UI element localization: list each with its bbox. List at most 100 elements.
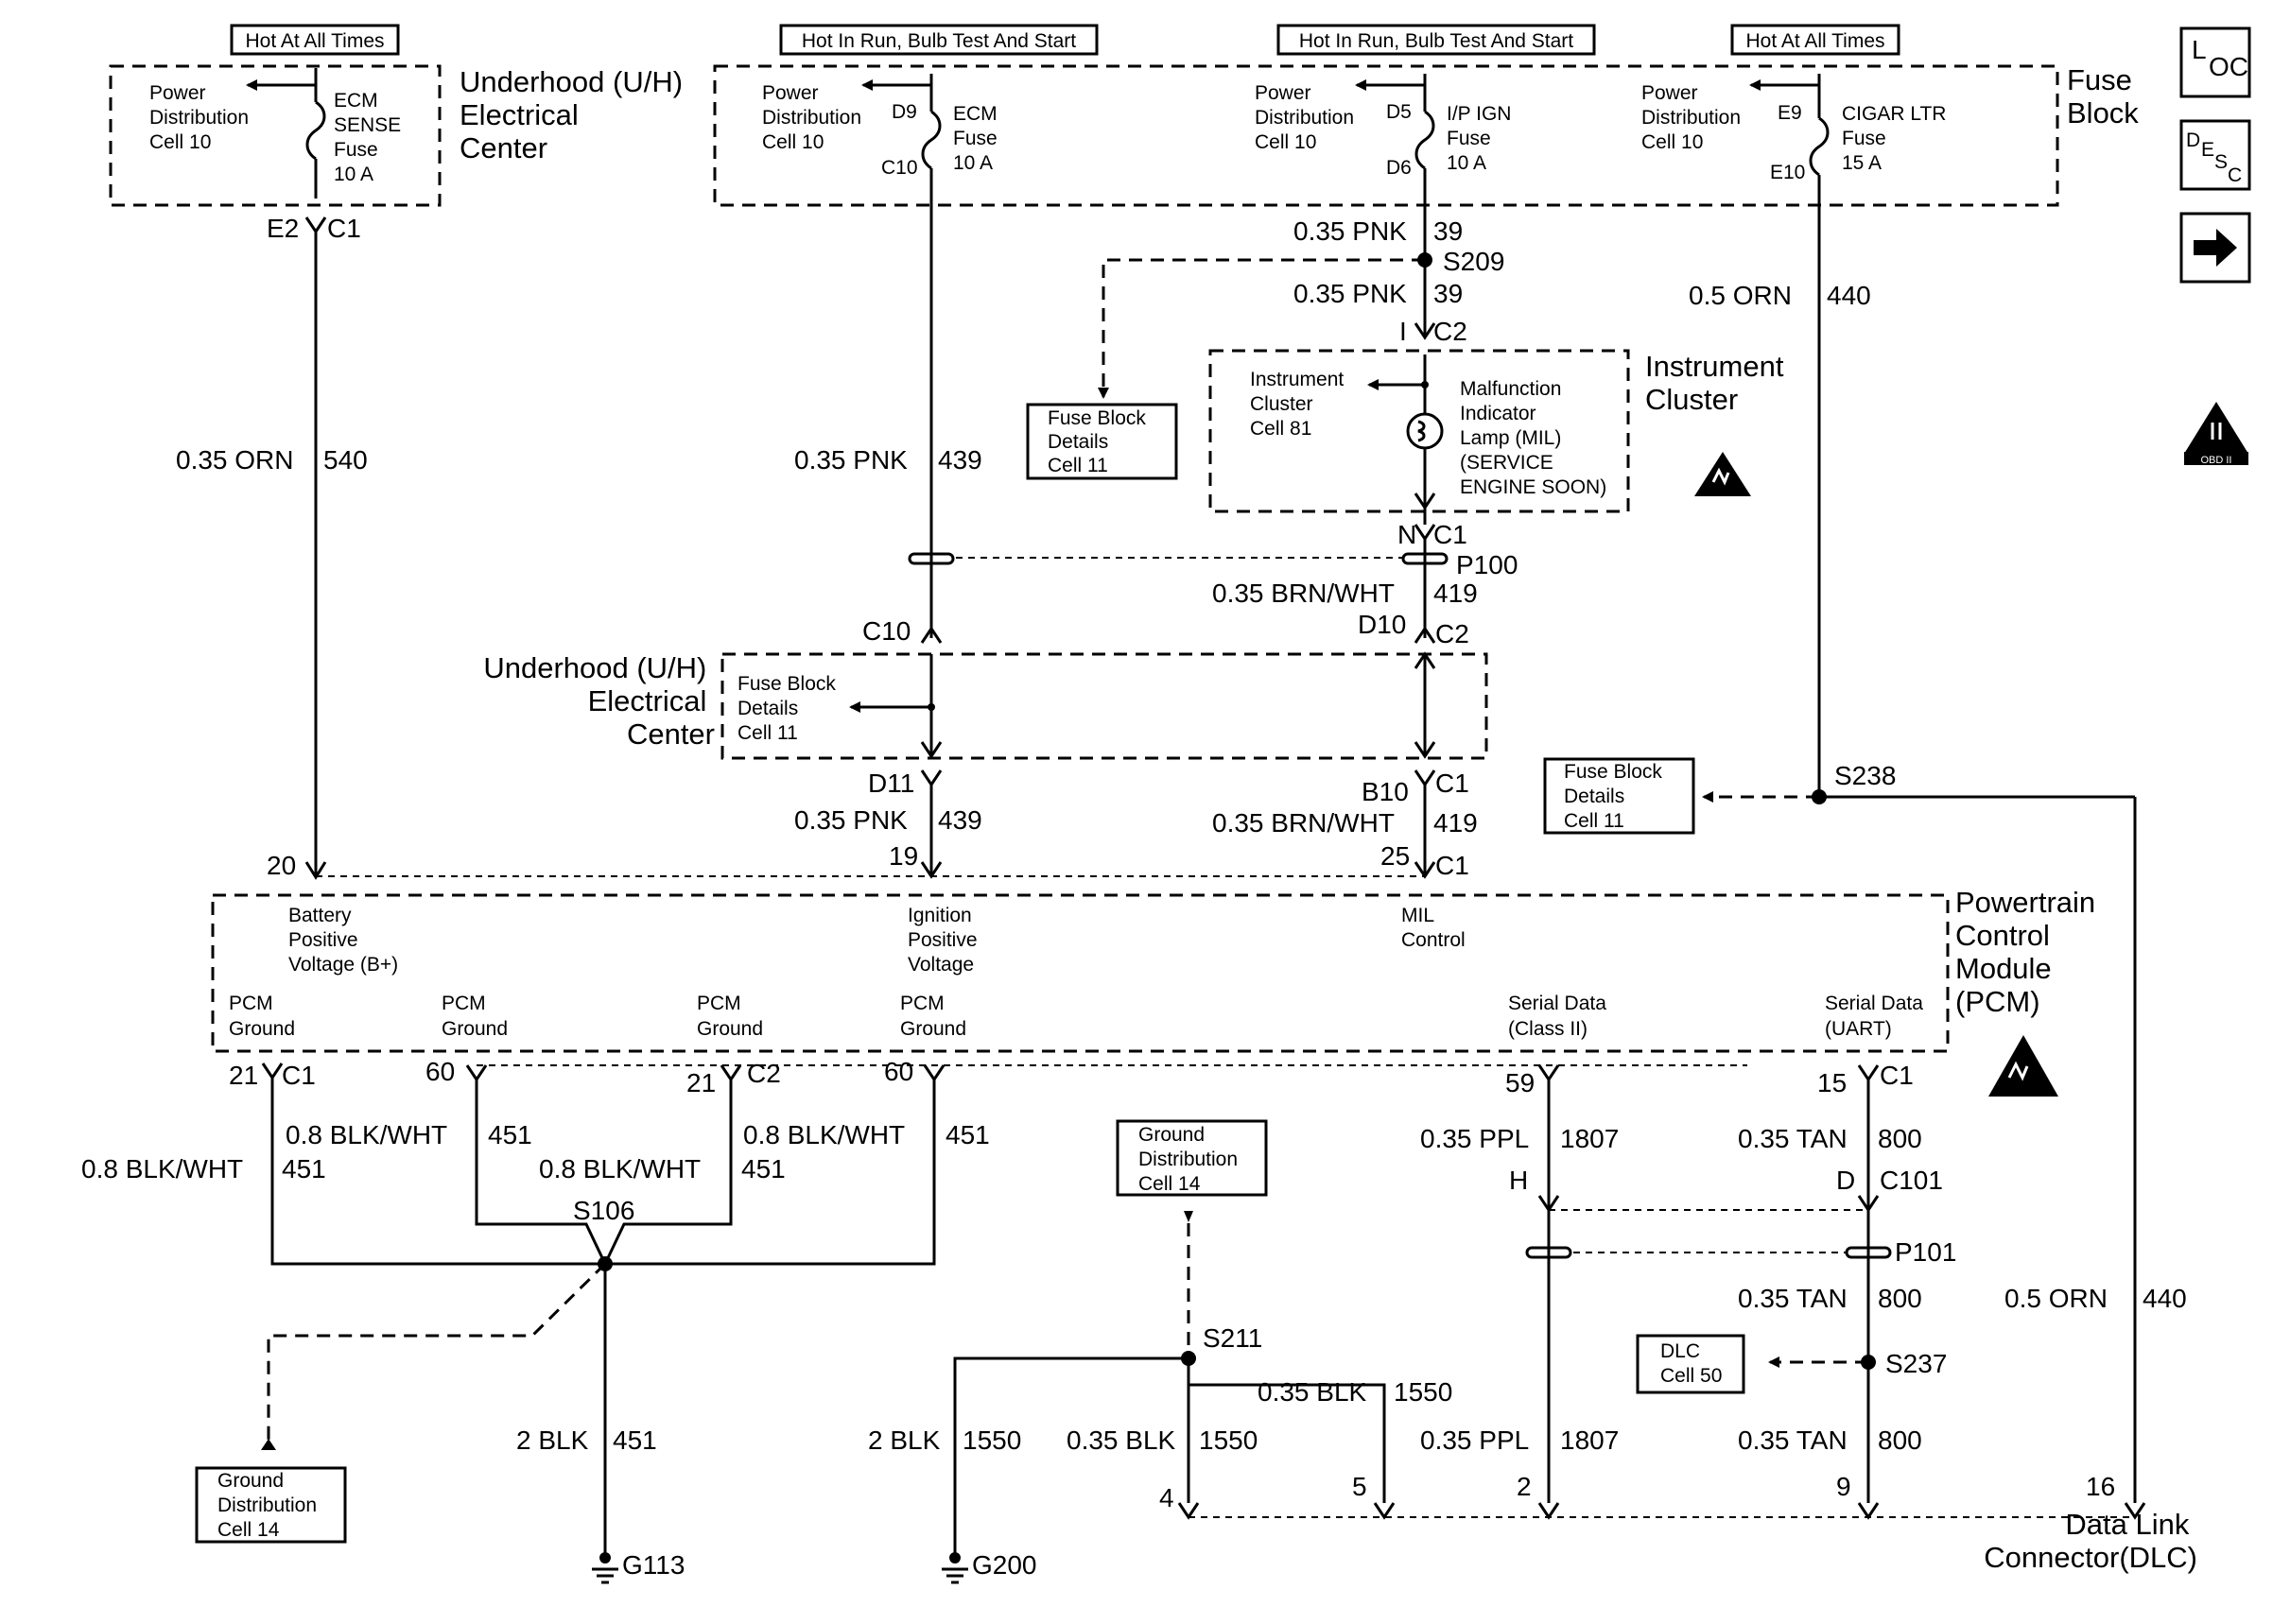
ic-bot-conn: C1: [1433, 520, 1467, 549]
ref-ground-dist-2[interactable]: [1116, 1119, 1268, 1197]
instrument-cluster-box: [1208, 349, 1630, 513]
pcm-pin-20: 20: [267, 851, 296, 880]
wire-451b-circuit: 451: [488, 1120, 532, 1149]
fb-power-dist-2: Power Distribution Cell 10: [1255, 82, 1360, 153]
pcm-pin-21b: 21: [686, 1068, 716, 1097]
fuse-ecm: [921, 110, 942, 170]
splice-s209-label: S209: [1443, 247, 1504, 276]
uh-top-title: Underhood (U/H) Electrical Center: [460, 65, 691, 164]
splice-s211-label: S211: [1203, 1323, 1262, 1353]
pcm-title: Powertrain Control Module (PCM): [1955, 886, 2104, 1018]
splice-s106-label: S106: [573, 1196, 634, 1225]
ic-top-pin: I: [1399, 317, 1407, 346]
obd-ii-icon: OBD II: [2184, 402, 2248, 466]
conn-pin-h: H: [1509, 1166, 1528, 1195]
wire-540-circuit: 540: [323, 445, 368, 475]
p100-label: P100: [1456, 550, 1518, 579]
mil-lamp-icon: [1406, 412, 1444, 450]
fb-ecm-out: C10: [881, 157, 918, 179]
wire-800b-circuit: 800: [1878, 1284, 1922, 1313]
conn-pin-d: D: [1836, 1166, 1855, 1195]
splice-s237-label: S237: [1885, 1349, 1947, 1378]
esd-icon-pcm: [1988, 1035, 2058, 1097]
wire-451b-gauge: 0.8 BLK/WHT: [286, 1120, 447, 1149]
wire-451-c: [603, 1080, 733, 1265]
fuse-ecm-sense: [305, 100, 326, 161]
ref-ground-dist-1[interactable]: [195, 1466, 347, 1544]
ic-bot-pin: N: [1397, 520, 1416, 549]
connector-p101-left: [1525, 1246, 1572, 1259]
pcm-pin-60a: 60: [425, 1057, 455, 1086]
wire-419a-gauge: 0.35 BRN/WHT: [1212, 579, 1395, 608]
connector-p100-left: [908, 552, 955, 565]
dlc-pin-9: 9: [1836, 1472, 1851, 1501]
fb-power-dist-3: Power Distribution Cell 10: [1641, 82, 1746, 153]
wire-451d-circuit: 451: [946, 1120, 990, 1149]
wire-451g-circuit: 451: [613, 1425, 657, 1455]
wire-1550g-gauge: 2 BLK: [868, 1425, 941, 1455]
ref-fuse-block-1[interactable]: [1026, 403, 1178, 480]
wire-1550-b: [1189, 1383, 1386, 1503]
ic-top-conn: C2: [1433, 317, 1467, 346]
wire-800c-circuit: 800: [1878, 1425, 1922, 1455]
pcm-conn-c2: C2: [747, 1059, 781, 1088]
wire-419a-circuit: 419: [1433, 579, 1478, 608]
wire-540-gauge: 0.35 ORN: [176, 445, 294, 475]
pcm-ign-label: Ignition Positive Voltage: [908, 905, 982, 976]
wire-440b-gauge: 0.5 ORN: [2004, 1284, 2108, 1313]
svg-text:DLC Cell 50: DLC Cell 50: [1660, 1340, 1722, 1387]
wire-439-gauge: 0.35 PNK: [794, 445, 908, 475]
pcm-pin-59: 59: [1505, 1068, 1535, 1097]
conn-c10: C10: [862, 616, 911, 646]
wire-1807a-gauge: 0.35 PPL: [1420, 1124, 1529, 1153]
wire-1550g-circuit: 1550: [963, 1425, 1021, 1455]
ground-g113-icon: [592, 1552, 618, 1584]
fb-ip-in: D5: [1386, 101, 1412, 123]
pcm-pin-25: 25: [1380, 841, 1410, 871]
p101-label: P101: [1895, 1237, 1956, 1267]
connector-p101-right: [1845, 1246, 1892, 1259]
wire-1550b-circuit: 1550: [1394, 1377, 1452, 1407]
pcm-batt-label: Battery Positive Voltage (B+): [288, 905, 398, 976]
wire-800b-gauge: 0.35 TAN: [1738, 1284, 1848, 1313]
hot-label-ecm: Hot In Run, Bulb Test And Start: [779, 24, 1099, 56]
desc-icon[interactable]: D E S C: [2179, 119, 2251, 191]
wire-39b-gauge: 0.35 PNK: [1293, 279, 1407, 308]
fb-ip-fuse-label: I/P IGN Fuse 10 A: [1447, 103, 1517, 174]
pcm-pin-60b: 60: [884, 1057, 913, 1086]
wire-451-b: [475, 1080, 607, 1265]
wire-440b-circuit: 440: [2143, 1284, 2187, 1313]
conn-c101: C101: [1880, 1166, 1943, 1195]
wire-39a-circuit: 39: [1433, 216, 1463, 246]
wire-440-gauge: 0.5 ORN: [1689, 281, 1792, 310]
wire-451-a: [270, 1078, 605, 1266]
loc-icon[interactable]: L OC: [2179, 26, 2251, 98]
connector-p100-right: [1401, 552, 1449, 565]
fb-ip-out: D6: [1386, 157, 1412, 179]
pcm-pin-21a: 21: [229, 1061, 258, 1090]
splice-s238-label: S238: [1834, 761, 1896, 790]
wire-451a-circuit: 451: [282, 1154, 326, 1183]
pcm-pin-19: 19: [889, 841, 918, 871]
wire-451-d: [605, 1080, 936, 1266]
hot-label-ecm-sense: Hot At All Times: [230, 24, 400, 56]
hot-label-cigar: Hot At All Times: [1730, 24, 1900, 56]
next-arrow-icon[interactable]: [2179, 212, 2251, 284]
hot-label-ip-ign: Hot In Run, Bulb Test And Start: [1276, 24, 1596, 56]
svg-text:Hot In Run, Bulb Test And Star: Hot In Run, Bulb Test And Start: [1299, 30, 1573, 52]
fb-cigar-fuse-label: CIGAR LTR Fuse 15 A: [1842, 103, 1952, 174]
svg-text:C: C: [2228, 164, 2242, 186]
pcm-mil-label: MIL Control: [1401, 905, 1466, 951]
pcm-gnd-label-3: PCM Ground: [697, 993, 763, 1040]
fb-cigar-out: E10: [1770, 162, 1805, 183]
uh-center-mid-box: [720, 652, 1488, 760]
svg-text:Hot At All Times: Hot At All Times: [245, 30, 384, 52]
conn-c1-mid: C1: [1435, 769, 1469, 798]
ref-dlc[interactable]: [1636, 1334, 1745, 1394]
conn-d10: D10: [1358, 610, 1406, 639]
ref-fuse-block-3[interactable]: [1543, 757, 1695, 835]
wire-1807a-circuit: 1807: [1560, 1124, 1619, 1153]
ic-cell: Instrument Cluster Cell 81: [1250, 369, 1349, 440]
pcm-conn-c1a: C1: [282, 1061, 316, 1090]
ground-g200-icon: [942, 1552, 968, 1584]
